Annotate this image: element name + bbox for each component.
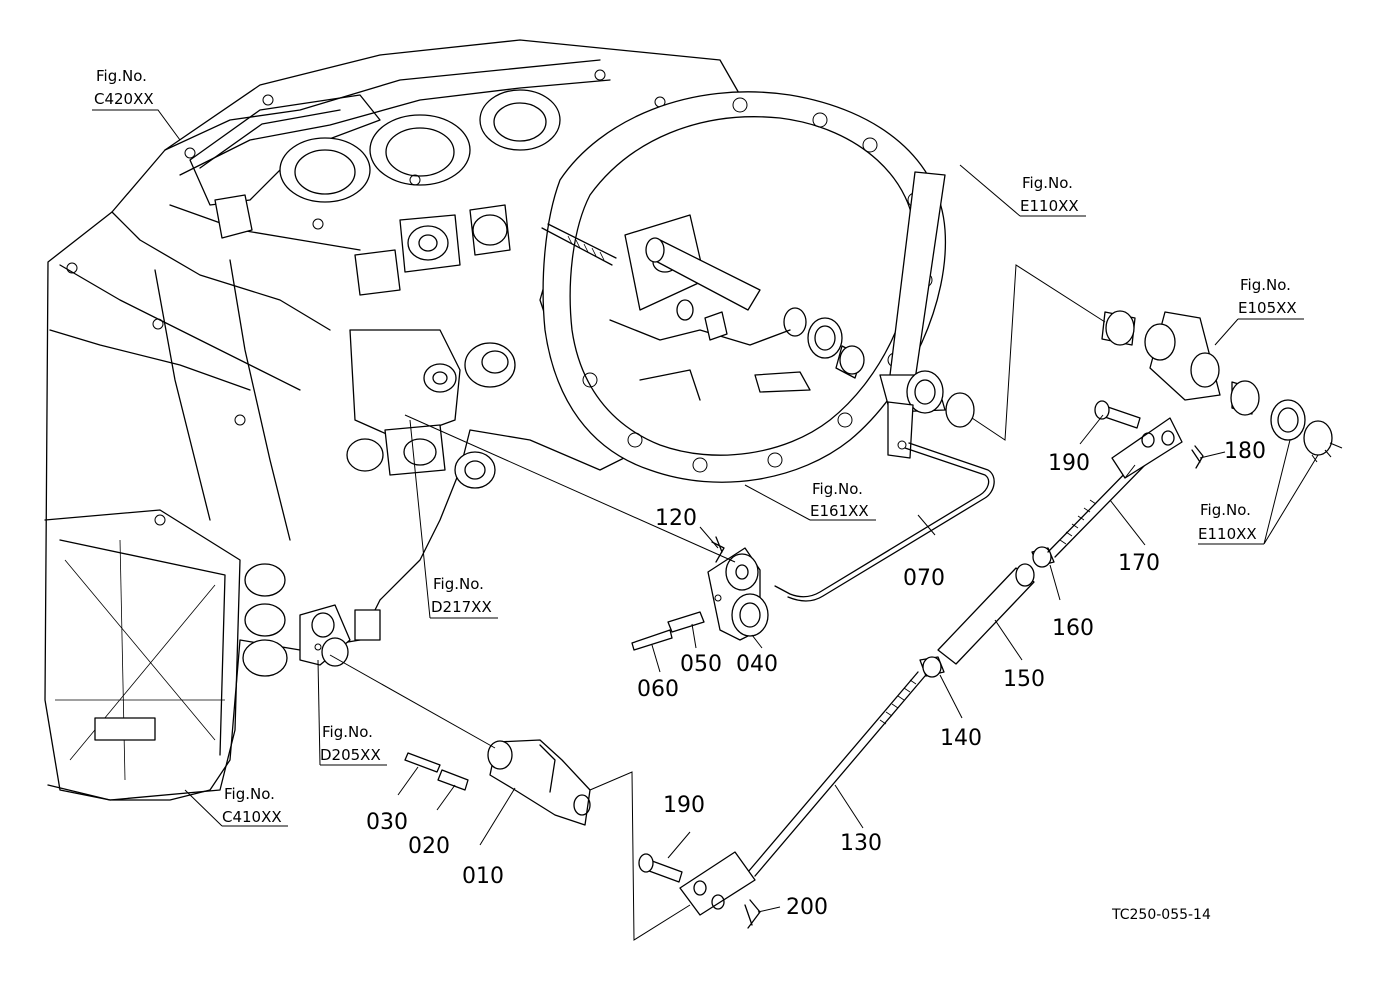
leader-lines [92, 109, 1319, 913]
part-label-160[interactable]: 160 [1052, 616, 1094, 641]
part-label-030[interactable]: 030 [366, 810, 408, 835]
fig-ref-e161-line2: E161XX [810, 502, 869, 520]
adjusting-rod-assembly [638, 400, 1204, 929]
part-label-060[interactable]: 060 [637, 677, 679, 702]
release-shaft-assembly [541, 171, 1343, 463]
part-label-140[interactable]: 140 [940, 726, 982, 751]
part-label-070[interactable]: 070 [903, 566, 945, 591]
document-id: TC250-055-14 [1111, 907, 1211, 923]
fig-ref-c410-line1: Fig.No. [224, 785, 275, 803]
fig-ref-d205[interactable]: Fig.No. D205XX [320, 723, 381, 764]
fig-ref-e161[interactable]: Fig.No. E161XX [810, 480, 869, 520]
part-label-120[interactable]: 120 [655, 506, 697, 531]
fig-ref-e105-line2: E105XX [1238, 299, 1297, 317]
fig-ref-c410-line2: C410XX [222, 808, 282, 826]
fig-ref-e105-line1: Fig.No. [1240, 276, 1291, 294]
part-label-170[interactable]: 170 [1118, 551, 1160, 576]
part-label-190-upper[interactable]: 190 [1048, 451, 1090, 476]
fig-ref-e110-top[interactable]: Fig.No. E110XX [1020, 174, 1079, 215]
fig-ref-e110-top-line2: E110XX [1020, 197, 1079, 215]
pedal-lever-assembly [299, 604, 691, 941]
fig-ref-d217-line2: D217XX [431, 598, 492, 616]
part-label-190-lower[interactable]: 190 [663, 793, 705, 818]
fig-ref-e161-line1: Fig.No. [812, 480, 863, 498]
part-label-050[interactable]: 050 [680, 652, 722, 677]
fig-ref-e110-right-line1: Fig.No. [1200, 501, 1251, 519]
part-number-labels: 010 020 030 040 050 060 070 120 130 140 … [366, 439, 1266, 920]
fig-ref-d217[interactable]: Fig.No. D217XX [431, 575, 492, 616]
part-label-200[interactable]: 200 [786, 895, 828, 920]
fig-ref-e110-right[interactable]: Fig.No. E110XX [1198, 501, 1257, 543]
part-label-130[interactable]: 130 [840, 831, 882, 856]
fig-ref-d217-line1: Fig.No. [433, 575, 484, 593]
part-label-010[interactable]: 010 [462, 864, 504, 889]
part-label-040[interactable]: 040 [736, 652, 778, 677]
fig-ref-e110-top-line1: Fig.No. [1022, 174, 1073, 192]
fig-ref-d205-line1: Fig.No. [322, 723, 373, 741]
fig-ref-c410[interactable]: Fig.No. C410XX [222, 785, 282, 826]
transmission-housing-drawing [44, 39, 947, 801]
part-label-180[interactable]: 180 [1224, 439, 1266, 464]
fig-ref-e110-right-line2: E110XX [1198, 525, 1257, 543]
fig-ref-d205-line2: D205XX [320, 746, 381, 764]
fig-ref-c420-line2: C420XX [94, 90, 154, 108]
rod-and-arm-assembly [404, 414, 995, 651]
fig-ref-c420-line1: Fig.No. [96, 67, 147, 85]
part-label-020[interactable]: 020 [408, 834, 450, 859]
fig-ref-e105[interactable]: Fig.No. E105XX [1238, 276, 1297, 317]
part-label-150[interactable]: 150 [1003, 667, 1045, 692]
fig-ref-c420[interactable]: Fig.No. C420XX [94, 67, 154, 108]
figure-reference-labels: Fig.No. C420XX Fig.No. E110XX Fig.No. E1… [94, 67, 1297, 826]
